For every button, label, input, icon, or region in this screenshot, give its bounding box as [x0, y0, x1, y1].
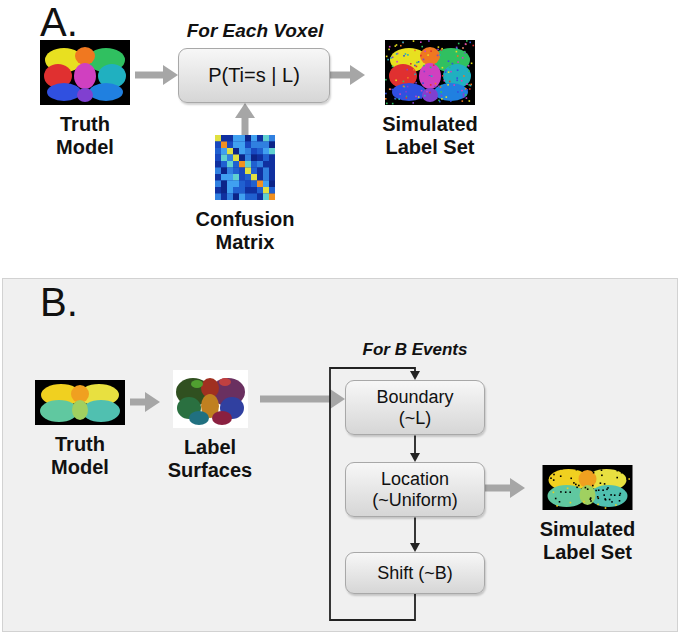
image-node: Truth Model — [35, 40, 135, 159]
flow-arrow — [235, 103, 255, 135]
box-text: Shift (~B) — [377, 563, 453, 584]
flow-arrow — [410, 435, 420, 462]
confusion-matrix-image — [215, 135, 275, 200]
arrow-line — [414, 435, 416, 454]
image-node: Label Surfaces — [160, 370, 260, 482]
image-caption: Simulated Label Set — [365, 113, 495, 159]
image-node: Confusion Matrix — [185, 135, 305, 254]
simulated-label-image — [540, 465, 635, 510]
truth-model-image — [35, 380, 125, 425]
box-text: Location (~Uniform) — [360, 469, 470, 510]
flow-arrow — [130, 392, 160, 412]
panel-letter: A. — [40, 0, 100, 45]
arrow-head — [350, 65, 365, 85]
process-box: Shift (~B) — [345, 552, 485, 594]
flow-arrow — [135, 65, 178, 85]
arrow-head — [410, 453, 420, 462]
label-surfaces-image — [173, 370, 248, 428]
process-box: Location (~Uniform) — [345, 462, 485, 517]
arrow-line — [135, 72, 164, 79]
image-caption: Truth Model — [35, 113, 135, 159]
flow-arrow — [330, 65, 365, 85]
loop-caption: For B Events — [340, 340, 490, 360]
process-box: Boundary (~L) — [345, 380, 485, 435]
arrow-line — [485, 485, 511, 492]
arrow-line — [130, 399, 146, 406]
arrow-head — [410, 371, 420, 380]
image-node: Truth Model — [30, 380, 130, 479]
simulated-label-image — [385, 40, 475, 105]
process-box: P(Ti=s | L) — [178, 48, 330, 103]
flow-arrow — [485, 478, 525, 498]
arrow-line — [330, 72, 351, 79]
image-caption: Truth Model — [30, 433, 130, 479]
arrow-line — [260, 396, 331, 403]
box-text: Boundary (~L) — [360, 387, 470, 428]
image-caption: Confusion Matrix — [185, 208, 305, 254]
arrow-head — [410, 543, 420, 552]
image-node: Simulated Label Set — [525, 465, 650, 564]
arrow-head — [235, 103, 255, 118]
truth-model-image — [40, 40, 130, 105]
flow-arrow — [410, 517, 420, 552]
image-caption: Simulated Label Set — [525, 518, 650, 564]
flow-arrow — [260, 389, 345, 409]
panel-letter: B. — [40, 280, 100, 325]
arrow-head — [330, 389, 345, 409]
loop-caption: For Each Voxel — [170, 20, 340, 42]
arrow-head — [163, 65, 178, 85]
box-text: P(Ti=s | L) — [208, 64, 300, 87]
arrow-head — [145, 392, 160, 412]
image-node: Simulated Label Set — [365, 40, 495, 159]
arrow-line — [242, 117, 249, 135]
arrow-head — [510, 478, 525, 498]
image-caption: Label Surfaces — [160, 436, 260, 482]
arrow-line — [414, 517, 416, 544]
